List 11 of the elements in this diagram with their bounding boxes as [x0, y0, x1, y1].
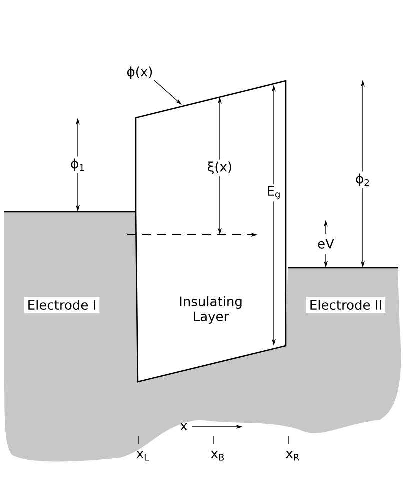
- label-text: Electrode II: [306, 296, 386, 314]
- label-text: ξ(x): [205, 160, 235, 176]
- label-text: x$_{B}$: [211, 451, 224, 461]
- label-text: x$_{L}$: [136, 451, 150, 461]
- label-text: ϕ$_{1}$: [68, 156, 88, 174]
- label-text: Electrode I: [24, 296, 100, 314]
- label-text: x: [180, 423, 188, 431]
- label-text: x$_{R}$: [286, 451, 300, 461]
- label-text: eV: [316, 237, 336, 251]
- curve-label: ϕ(x): [128, 66, 152, 80]
- label-text: ϕ$_{2}$: [354, 172, 372, 188]
